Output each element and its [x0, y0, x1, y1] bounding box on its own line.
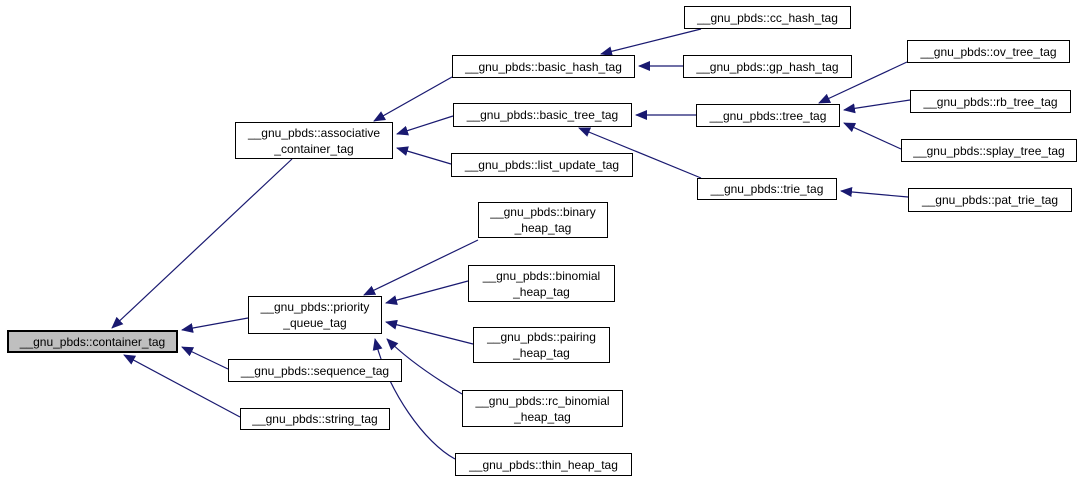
- node-binomial-heap-tag[interactable]: __gnu_pbds::binomial _heap_tag: [468, 265, 615, 302]
- edge-basichash-to-associative: [373, 76, 453, 122]
- node-tree-tag[interactable]: __gnu_pbds::tree_tag: [696, 104, 840, 127]
- node-cc-hash-tag[interactable]: __gnu_pbds::cc_hash_tag: [684, 6, 851, 29]
- node-thin-heap-tag[interactable]: __gnu_pbds::thin_heap_tag: [455, 453, 632, 476]
- edge-string-to-container: [123, 354, 241, 418]
- node-splay-tree-tag[interactable]: __gnu_pbds::splay_tree_tag: [901, 139, 1077, 162]
- edge-rcbinomialheap-to-priority: [386, 338, 463, 395]
- node-rb-tree-tag[interactable]: __gnu_pbds::rb_tree_tag: [910, 90, 1071, 113]
- edge-thinheap-to-priority: [372, 338, 456, 460]
- edge-binomialheap-to-priority: [385, 280, 469, 305]
- edge-sequence-to-container: [181, 346, 229, 370]
- node-pat-trie-tag[interactable]: __gnu_pbds::pat_trie_tag: [908, 188, 1072, 212]
- node-list-update-tag[interactable]: __gnu_pbds::list_update_tag: [451, 153, 633, 177]
- node-associative-container-tag[interactable]: __gnu_pbds::associative _container_tag: [235, 122, 393, 159]
- edge-splaytree-to-tree: [843, 122, 902, 150]
- edge-ovtree-to-tree: [818, 61, 908, 104]
- node-basic-tree-tag[interactable]: __gnu_pbds::basic_tree_tag: [453, 103, 632, 127]
- edge-priority-to-container: [181, 317, 249, 333]
- node-sequence-tag[interactable]: __gnu_pbds::sequence_tag: [228, 359, 402, 382]
- edge-pattrie-to-trie: [840, 187, 909, 198]
- node-ov-tree-tag[interactable]: __gnu_pbds::ov_tree_tag: [907, 40, 1070, 63]
- node-rc-binomial-heap-tag[interactable]: __gnu_pbds::rc_binomial _heap_tag: [462, 390, 623, 427]
- edge-listupdate-to-associative: [396, 146, 452, 165]
- edge-basictree-to-associative: [396, 115, 454, 136]
- node-basic-hash-tag[interactable]: __gnu_pbds::basic_hash_tag: [452, 55, 635, 78]
- node-container-tag[interactable]: __gnu_pbds::container_tag: [7, 330, 178, 353]
- node-gp-hash-tag[interactable]: __gnu_pbds::gp_hash_tag: [683, 55, 852, 78]
- node-priority-queue-tag[interactable]: __gnu_pbds::priority _queue_tag: [248, 296, 382, 334]
- edge-cchash-to-basichash: [600, 28, 702, 57]
- edge-rbtree-to-tree: [843, 99, 911, 114]
- node-pairing-heap-tag[interactable]: __gnu_pbds::pairing _heap_tag: [473, 327, 610, 363]
- edge-binaryheap-to-priority: [363, 239, 479, 296]
- edge-trie-to-basictree: [578, 127, 702, 179]
- node-binary-heap-tag[interactable]: __gnu_pbds::binary _heap_tag: [478, 202, 608, 238]
- edge-pairingheap-to-priority: [385, 319, 474, 345]
- node-trie-tag[interactable]: __gnu_pbds::trie_tag: [697, 178, 837, 200]
- node-string-tag[interactable]: __gnu_pbds::string_tag: [240, 408, 390, 430]
- edge-associative-to-container: [111, 158, 293, 329]
